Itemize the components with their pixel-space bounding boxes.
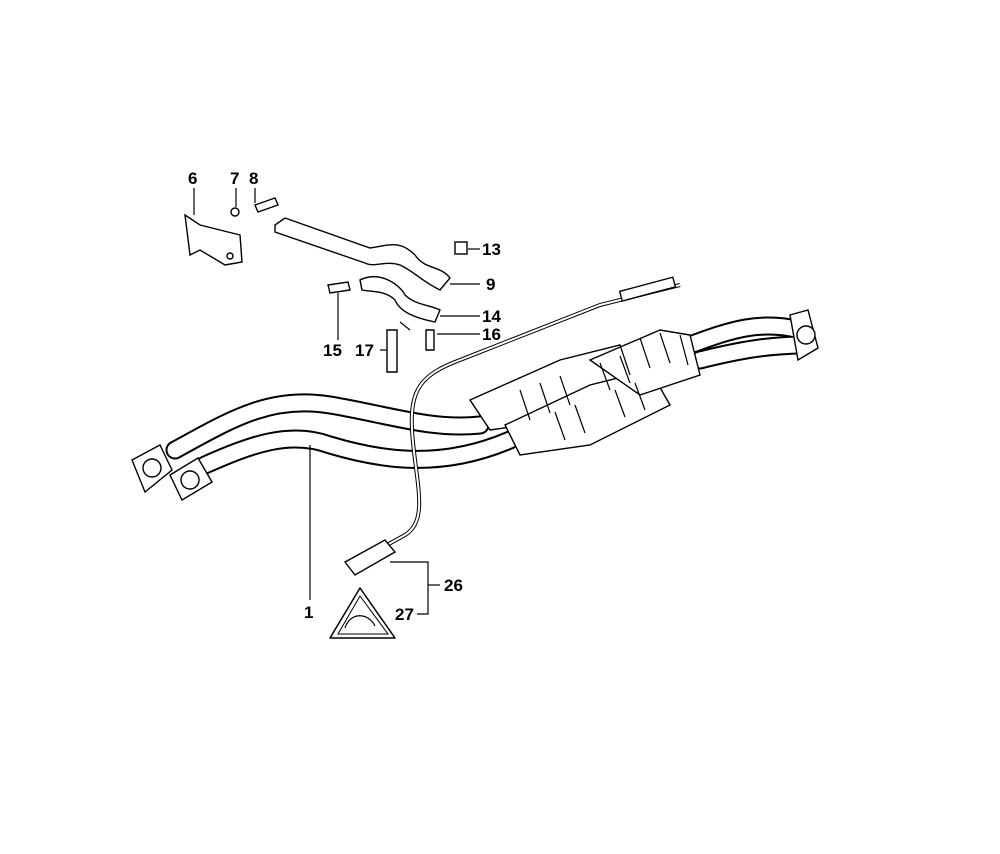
callout-16: 16 bbox=[482, 325, 501, 344]
bracket-9[interactable] bbox=[274, 217, 451, 291]
front-pipe-assembly[interactable] bbox=[131, 309, 819, 501]
callout-14: 14 bbox=[482, 307, 501, 326]
callout-26: 26 bbox=[444, 576, 463, 595]
bolt-17[interactable] bbox=[386, 329, 398, 373]
catalytic-converter-rear bbox=[588, 329, 701, 396]
callout-1: 1 bbox=[304, 603, 313, 622]
bolt-8[interactable] bbox=[254, 197, 279, 213]
callout-27: 27 bbox=[395, 605, 414, 624]
callout-13: 13 bbox=[482, 240, 501, 259]
warning-symbol-27 bbox=[329, 587, 396, 639]
catalytic-converter-2 bbox=[504, 369, 671, 456]
callout-15: 15 bbox=[323, 341, 342, 360]
callout-17: 17 bbox=[355, 341, 374, 360]
callout-8: 8 bbox=[249, 169, 258, 188]
clamp-14[interactable] bbox=[359, 276, 441, 323]
nut-13[interactable] bbox=[454, 241, 468, 255]
bolt-16[interactable] bbox=[425, 329, 435, 351]
oxygen-sensor[interactable] bbox=[343, 276, 681, 576]
bracket-6[interactable] bbox=[184, 213, 243, 266]
callout-7: 7 bbox=[230, 169, 239, 188]
bolt-15[interactable] bbox=[327, 281, 351, 294]
callout-6: 6 bbox=[188, 169, 197, 188]
nut-7[interactable] bbox=[230, 207, 240, 217]
callout-9: 9 bbox=[486, 275, 495, 294]
leader-lines bbox=[193, 188, 480, 615]
